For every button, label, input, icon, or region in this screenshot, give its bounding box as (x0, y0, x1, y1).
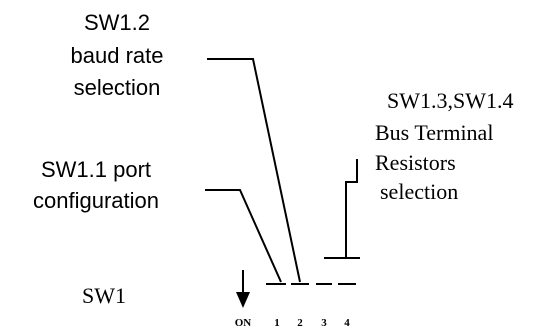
position-1-label: 1 (274, 317, 280, 329)
sw1-3-4-line-3: Resistors (375, 150, 456, 175)
switch-position-labels: ON 1 2 3 4 (235, 317, 351, 329)
sw1-1-leader-line (205, 189, 282, 283)
on-arrow-icon (236, 270, 250, 308)
sw1-1-line-1: SW1.1 port (41, 157, 151, 182)
sw1-2-leader-line (207, 58, 301, 283)
position-3-label: 3 (321, 317, 327, 329)
sw1-3-4-line-4: selection (380, 179, 458, 204)
sw1-label: SW1 (82, 283, 126, 308)
sw1-1-line-2: configuration (33, 188, 159, 213)
sw1-3-4-label: SW1.3,SW1.4 Bus Terminal Resistors selec… (375, 88, 514, 204)
sw1-3-4-line-1: SW1.3,SW1.4 (387, 88, 514, 113)
position-2-label: 2 (297, 317, 303, 329)
sw1-2-line-1: SW1.2 (84, 10, 150, 35)
sw1-2-label: SW1.2 baud rate selection (71, 10, 164, 100)
sw1-3-4-leader-line (345, 159, 358, 258)
sw1-2-line-3: selection (74, 75, 161, 100)
on-label: ON (235, 317, 252, 329)
sw1-2-line-2: baud rate (71, 43, 164, 68)
sw1-3-4-line-2: Bus Terminal (375, 120, 493, 145)
sw1-1-label: SW1.1 port configuration (33, 157, 159, 213)
position-4-label: 4 (344, 317, 350, 329)
